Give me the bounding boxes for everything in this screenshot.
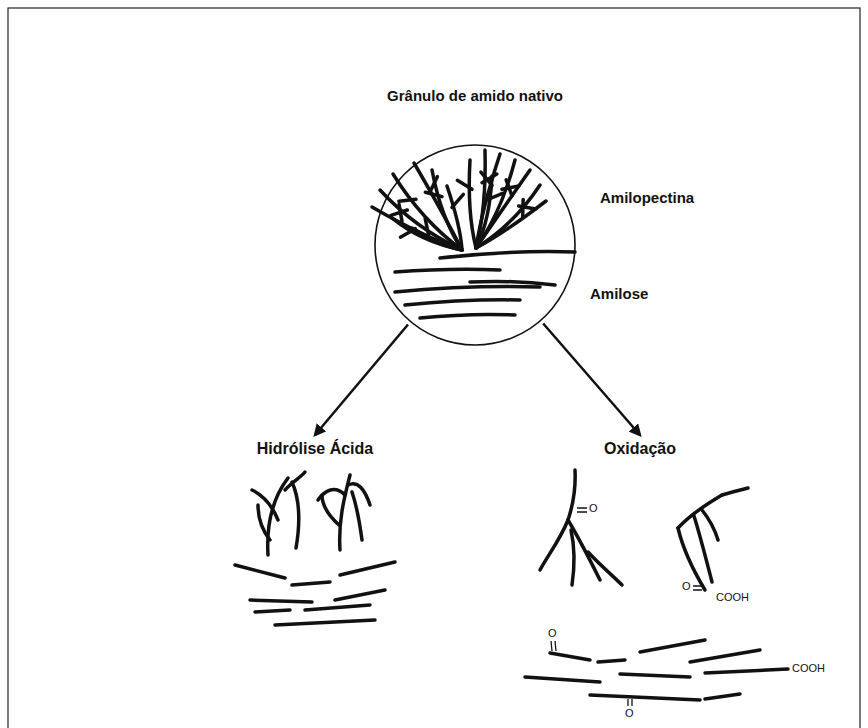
double-bond (551, 508, 702, 706)
amylose-drawing (395, 252, 575, 318)
stroke (506, 180, 512, 196)
group-label: COOH (792, 663, 825, 674)
stroke (640, 640, 705, 652)
stroke (352, 492, 362, 540)
group-label: COOH (716, 592, 749, 603)
stroke (447, 186, 462, 250)
stroke (452, 194, 463, 207)
stroke (399, 199, 416, 201)
stroke (340, 562, 395, 575)
stroke (250, 600, 312, 602)
stroke (395, 287, 540, 292)
stroke (425, 192, 442, 196)
group-label: O (548, 628, 557, 639)
stroke (412, 228, 462, 250)
stroke (292, 482, 299, 548)
group-label: O (682, 581, 691, 592)
part-label: Amilose (590, 286, 648, 301)
process-heading: Hidrólise Ácida (250, 438, 381, 464)
amylopectin-drawing (372, 150, 546, 250)
stroke (420, 314, 515, 318)
stroke (521, 199, 525, 216)
stroke (577, 508, 587, 512)
stroke (590, 695, 700, 700)
stroke (487, 193, 503, 200)
group-label: O (625, 708, 634, 719)
stroke (252, 490, 278, 520)
stroke (722, 488, 748, 495)
circle-outline (360, 85, 590, 350)
group-label: O (589, 503, 598, 514)
stroke (588, 552, 622, 585)
stroke (275, 620, 375, 625)
stroke (620, 674, 690, 677)
stroke (470, 281, 555, 285)
stroke (571, 530, 574, 585)
stroke (628, 699, 632, 706)
stroke (425, 218, 429, 235)
stroke (255, 610, 290, 612)
figure-frame (8, 8, 860, 728)
node-title: Oxidação (597, 438, 684, 460)
stroke (551, 641, 556, 651)
stroke (476, 176, 492, 248)
node-title: Hidrólise Ácida (250, 438, 381, 460)
stroke (694, 516, 712, 582)
oxidation-drawing (525, 470, 788, 700)
stroke (550, 653, 590, 660)
granule-circle: Grânulo de amido nativo (360, 85, 590, 350)
stroke (678, 495, 722, 528)
stroke (690, 650, 760, 662)
stroke (335, 590, 385, 600)
process-arrow (543, 324, 640, 435)
hydrolysis-drawing (235, 472, 395, 625)
stroke (258, 505, 270, 540)
stroke (469, 160, 476, 248)
stroke (305, 605, 370, 610)
part-label: Amilopectina (600, 190, 694, 205)
node-title: Grânulo de amido nativo (360, 85, 590, 106)
stroke (702, 510, 718, 540)
stroke (395, 269, 500, 272)
stroke (440, 252, 575, 258)
process-arrow (315, 325, 408, 435)
stroke (568, 470, 575, 520)
stroke (705, 669, 788, 673)
stroke (322, 495, 339, 525)
stroke (705, 694, 740, 699)
stroke (598, 660, 625, 662)
stroke (405, 300, 520, 305)
stroke (292, 582, 330, 585)
stroke (525, 677, 600, 682)
granule-outline (375, 145, 575, 345)
stroke (235, 565, 285, 578)
process-heading: Oxidação (597, 438, 684, 464)
stroke (693, 586, 702, 590)
stroke (540, 520, 568, 570)
stroke (392, 218, 462, 250)
stroke (457, 180, 472, 189)
stroke (476, 170, 530, 248)
stroke (399, 204, 402, 221)
